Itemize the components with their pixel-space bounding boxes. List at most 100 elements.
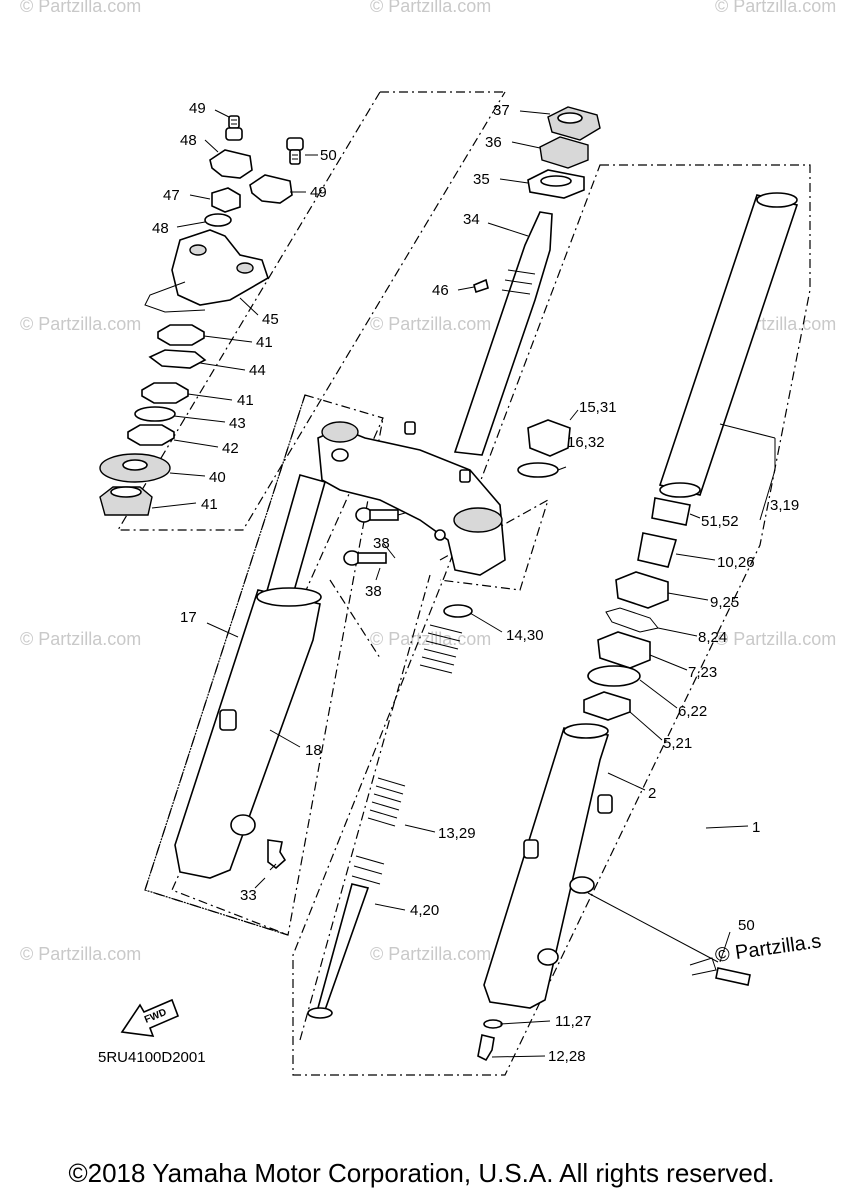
outer-tube-2-icon: [483, 727, 610, 1009]
callout-9-25: 9,25: [710, 594, 739, 611]
callout-38-lower: 38: [365, 583, 382, 600]
right-fork-assembly: [477, 192, 799, 1062]
washer-11-icon: [483, 1019, 503, 1029]
callout-16-32: 16,32: [567, 434, 605, 451]
ring-nut-41-low-icon: [127, 424, 175, 446]
callout-2: 2: [648, 785, 656, 802]
callout-51-52: 51,52: [701, 513, 739, 530]
svg-text:© Partzilla.com: © Partzilla.com: [370, 0, 491, 16]
callout-37: 37: [493, 102, 510, 119]
callout-45: 46: [432, 282, 449, 299]
callout-17: 17: [180, 609, 197, 626]
callout-12-28: 12,28: [548, 1048, 586, 1065]
svg-text:© Partzilla.com: © Partzilla.com: [20, 0, 141, 16]
oring-16-icon: [517, 462, 559, 478]
steering-stem-assembly: [453, 106, 601, 456]
callout-34: 34: [463, 211, 480, 228]
left-fork-assembly: [174, 474, 326, 879]
key-45-icon: [473, 278, 489, 294]
callout-43: 44: [249, 362, 266, 379]
diagram-code: 5RU4100D2001: [98, 1049, 206, 1066]
oil-seal-7-icon: [597, 631, 651, 669]
washer-9-icon: [615, 571, 669, 609]
ring-nut-41-top-icon: [157, 324, 205, 346]
callout-7-23: 7,23: [688, 664, 717, 681]
watermarks: © Partzilla.com © Partzilla.com © Partzi…: [20, 0, 836, 967]
callout-40: 41: [201, 496, 218, 513]
callout-13-29: 13,29: [438, 825, 476, 842]
under-bracket-icon: [317, 427, 506, 576]
callout-42: 43: [229, 415, 246, 432]
bush-51-icon: [651, 497, 691, 526]
dust-seal-5-icon: [583, 691, 631, 721]
under-bracket: [317, 421, 506, 576]
copyright-footer: ©2018 Yamaha Motor Corporation, U.S.A. A…: [68, 1158, 775, 1188]
callout-41-c: 42: [222, 440, 239, 457]
callout-4-20: 4,20: [410, 902, 439, 919]
callout-8-24: 8,24: [698, 629, 727, 646]
nut-46-icon: [211, 187, 241, 213]
bolt-38-lower-icon: [343, 550, 387, 566]
clip-8-icon: [605, 607, 659, 633]
spring-lower-13-icon: [367, 777, 406, 827]
stopper-6-icon: [587, 665, 641, 687]
fwd-arrow-icon: FWD: [120, 998, 180, 1037]
callout-14-30: 14,30: [506, 627, 544, 644]
cap-bolt-15-icon: [527, 419, 571, 457]
lock-washer-43-icon: [148, 349, 207, 369]
bolt-38-upper-icon: [355, 507, 399, 523]
callout-6-22: 6,22: [678, 703, 707, 720]
bush-10-icon: [637, 532, 678, 568]
svg-text:© Partzilla.com: © Partzilla.com: [370, 314, 491, 334]
bolt-33-icon: [267, 839, 287, 870]
callout-47: 48: [152, 220, 169, 237]
washer-42-icon: [134, 406, 176, 422]
race-36-icon: [539, 136, 589, 169]
callout-38-upper: 38: [373, 535, 390, 552]
svg-text:© Partzilla.com: © Partzilla.com: [20, 629, 141, 649]
svg-text:© Partzilla.com: © Partzilla.com: [20, 314, 141, 334]
callout-41-a: 41: [256, 334, 273, 351]
svg-text:© Partzilla.com: © Partzilla.com: [20, 944, 141, 964]
svg-text:© Partzilla.com: © Partzilla.com: [715, 0, 836, 16]
steering-stack: [99, 324, 207, 516]
svg-text:© Partzilla.com: © Partzilla.com: [370, 944, 491, 964]
upper-holder-48-left-icon: [209, 149, 253, 179]
callout-41-b: 41: [237, 392, 254, 409]
callout-labels: 49 48 50 49 47 48 45 41 44 41 43 42 40 4…: [98, 100, 799, 1066]
callout-48-right: 49: [310, 184, 327, 201]
callout-10-26: 10,26: [717, 554, 755, 571]
upper-holder-48-right-icon: [249, 174, 293, 204]
callout-49-top: 49: [189, 100, 206, 117]
callout-46: 47: [163, 187, 180, 204]
inner-tube-17-icon: [264, 474, 326, 606]
washer-14-icon: [443, 604, 473, 618]
callout-36: 36: [485, 134, 502, 151]
spring-4-icon: [351, 855, 385, 885]
ring-nut-41-mid-icon: [141, 382, 189, 404]
bolt-49-left-icon: [225, 115, 243, 141]
handlebar-holder-assembly: [144, 115, 304, 313]
center-spring-assembly: [307, 604, 473, 1019]
inner-tube-3-icon: [658, 194, 799, 496]
svg-text:© Partzilla.com: © Partzilla.com: [370, 629, 491, 649]
callout-49-right: 50: [320, 147, 337, 164]
leader-lines: [151, 109, 776, 1058]
bolt-50-icon: [715, 967, 751, 986]
outer-tube-18-icon: [174, 589, 321, 879]
svg-text:© Partzilla.com: © Partzilla.com: [715, 629, 836, 649]
callout-33: 33: [240, 887, 257, 904]
assembly-outlines: [116, 91, 811, 1076]
callout-39: 40: [209, 469, 226, 486]
bolt-12-icon: [477, 1034, 495, 1062]
callout-50: 50: [738, 917, 755, 934]
callout-3-19: 3,19: [770, 497, 799, 514]
callout-44: 45: [262, 311, 279, 328]
washer-47-icon: [204, 213, 232, 227]
callout-11-27: 11,27: [555, 1013, 591, 1030]
callout-1: 1: [752, 819, 760, 836]
callout-48-left: 48: [180, 132, 197, 149]
callout-15-31: 15,31: [579, 399, 617, 416]
watermark-large: © Partzilla.s: [714, 930, 823, 967]
